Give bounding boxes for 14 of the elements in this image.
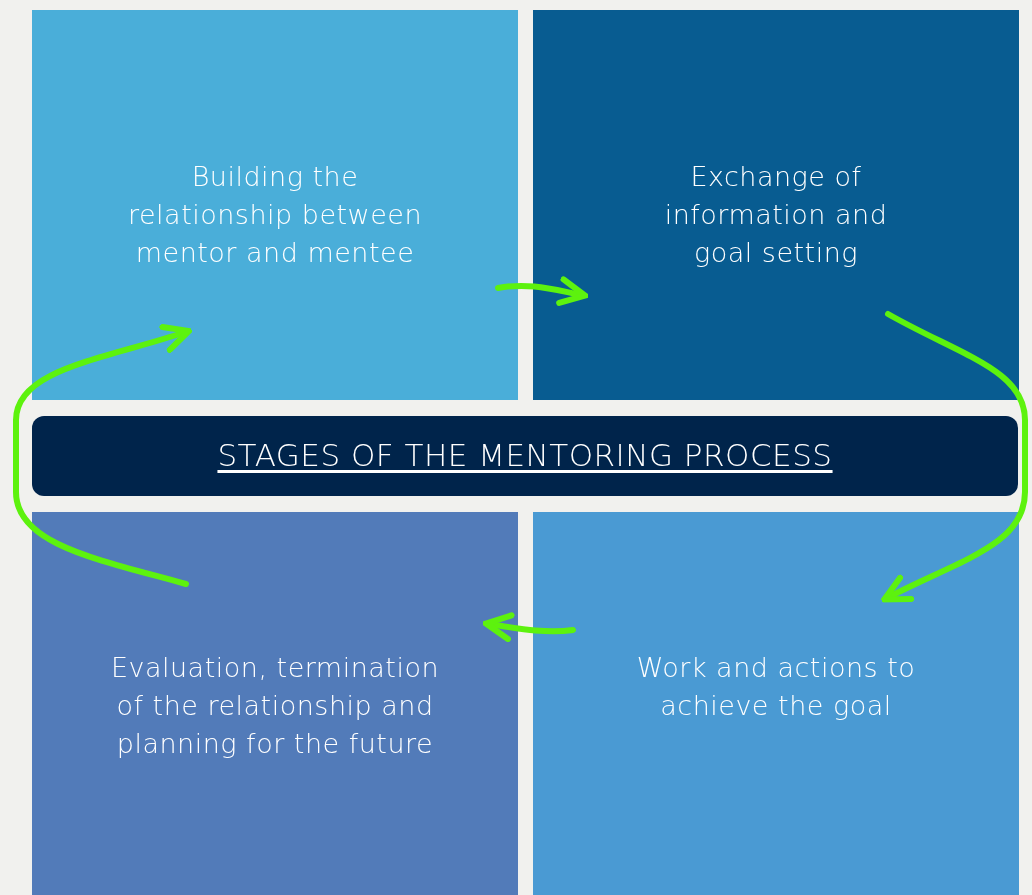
stage-label: Evaluation, termination of the relationship and planning for the future [109, 651, 441, 761]
arrow [13, 323, 192, 587]
stage-box [533, 512, 1019, 895]
arrow [495, 276, 588, 306]
stage-box [32, 512, 518, 895]
title-banner [32, 416, 1018, 496]
stage-box [32, 10, 518, 400]
stage-label: Building the relationship between mentor and mentee [126, 160, 423, 270]
arrow [483, 612, 576, 643]
arrow [881, 311, 1028, 603]
banner-title: STAGES OF THE MENTORING PROCESS [217, 436, 833, 474]
stage-label: Work and actions to achieve the goal [635, 651, 917, 723]
stage-box [533, 10, 1019, 400]
stage-label: Exchange of information and goal setting [663, 160, 889, 270]
